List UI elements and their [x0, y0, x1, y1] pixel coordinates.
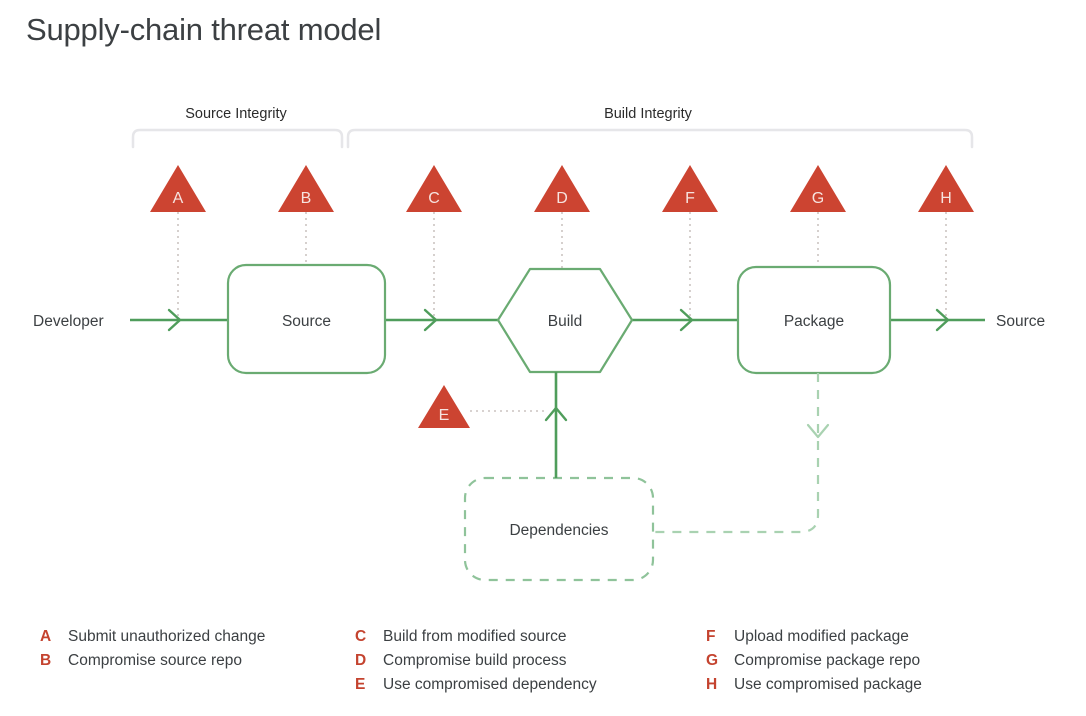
legend-text: Use compromised package: [734, 676, 922, 693]
threat-marker-b[interactable]: B: [278, 165, 334, 212]
flow-start-label: Developer: [33, 313, 104, 330]
supply-chain-diagram: Source Integrity Build Integrity: [33, 106, 1045, 582]
threat-legend: A Submit unauthorized change B Compromis…: [0, 628, 1086, 716]
arrowhead-build-package: [679, 308, 694, 332]
threat-letter-h: H: [940, 190, 952, 207]
legend-item: F Upload modified package: [706, 628, 922, 652]
node-dependencies-shape: [463, 476, 655, 582]
legend-key: D: [355, 652, 367, 669]
threat-triangle-a: [150, 165, 206, 212]
legend-column-2: C Build from modified source D Compromis…: [355, 628, 597, 700]
legend-item: E Use compromised dependency: [355, 676, 597, 700]
threat-marker-d[interactable]: D: [534, 165, 590, 212]
flow-end-label: Source: [996, 313, 1045, 330]
legend-text: Compromise build process: [383, 652, 567, 669]
legend-key: A: [40, 628, 52, 645]
arrowhead-source-build: [423, 308, 438, 332]
node-source-shape: [226, 263, 387, 375]
legend-key: B: [40, 652, 52, 669]
threat-markers: A B C D F G H: [150, 165, 974, 428]
threat-triangle-g: [790, 165, 846, 212]
legend-text: Compromise package repo: [734, 652, 921, 669]
threat-marker-e[interactable]: E: [418, 385, 470, 428]
legend-item: B Compromise source repo: [40, 652, 265, 676]
node-source[interactable]: Source: [226, 263, 387, 375]
node-package-label: Package: [784, 313, 844, 330]
node-dependencies-label: Dependencies: [509, 522, 608, 539]
legend-item: H Use compromised package: [706, 676, 922, 700]
legend-text: Build from modified source: [383, 628, 567, 645]
threat-triangle-c: [406, 165, 462, 212]
threat-triangle-e: [418, 385, 470, 428]
flow-arrowheads: [167, 308, 950, 332]
page-title: Supply-chain threat model: [26, 12, 382, 47]
threat-triangle-d: [534, 165, 590, 212]
node-package[interactable]: Package: [736, 265, 892, 375]
legend-text: Use compromised dependency: [383, 676, 597, 693]
legend-text: Upload modified package: [734, 628, 909, 645]
threat-triangle-b: [278, 165, 334, 212]
threat-marker-c[interactable]: C: [406, 165, 462, 212]
legend-key: H: [706, 676, 718, 693]
legend-column-3: F Upload modified package G Compromise p…: [706, 628, 922, 700]
threat-letter-g: G: [812, 190, 824, 207]
node-dependencies[interactable]: Dependencies: [463, 476, 655, 582]
edge-package-dependencies-path: [653, 373, 820, 534]
threat-letter-e: E: [439, 407, 450, 424]
edge-package-dependencies: [653, 373, 830, 534]
threat-marker-f[interactable]: F: [662, 165, 718, 212]
arrowhead-developer-source: [167, 308, 182, 332]
legend-key: F: [706, 628, 716, 645]
legend-item: D Compromise build process: [355, 652, 597, 676]
edge-dependencies-build: [544, 372, 568, 478]
node-package-shape: [736, 265, 892, 375]
arrowhead-package-dependencies: [806, 423, 830, 439]
node-source-label: Source: [282, 313, 331, 330]
threat-letter-a: A: [173, 190, 184, 207]
legend-item: C Build from modified source: [355, 628, 597, 652]
node-build[interactable]: Build: [496, 267, 634, 374]
arrowhead-package-source: [935, 308, 950, 332]
bracket-label-source-integrity: Source Integrity: [185, 106, 287, 122]
legend-column-1: A Submit unauthorized change B Compromis…: [40, 628, 265, 676]
threat-droplines: [177, 212, 947, 412]
legend-key: E: [355, 676, 366, 693]
threat-letter-d: D: [556, 190, 568, 207]
legend-item: A Submit unauthorized change: [40, 628, 265, 652]
threat-letter-f: F: [685, 190, 695, 207]
legend-item: G Compromise package repo: [706, 652, 922, 676]
threat-marker-h[interactable]: H: [918, 165, 974, 212]
bracket-label-build-integrity: Build Integrity: [604, 106, 693, 122]
legend-text: Submit unauthorized change: [68, 628, 266, 645]
legend-text: Compromise source repo: [68, 652, 243, 669]
threat-triangle-h: [918, 165, 974, 212]
bracket-source-integrity: [131, 128, 344, 149]
threat-marker-g[interactable]: G: [790, 165, 846, 212]
legend-key: G: [706, 652, 719, 669]
threat-letter-c: C: [428, 190, 440, 207]
legend-key: C: [355, 628, 367, 645]
threat-letter-b: B: [301, 190, 312, 207]
node-build-label: Build: [548, 313, 582, 330]
node-build-shape: [496, 267, 634, 374]
arrowhead-dependencies-build: [544, 406, 568, 422]
bracket-build-integrity: [346, 128, 974, 149]
threat-triangle-f: [662, 165, 718, 212]
threat-marker-a[interactable]: A: [150, 165, 206, 212]
